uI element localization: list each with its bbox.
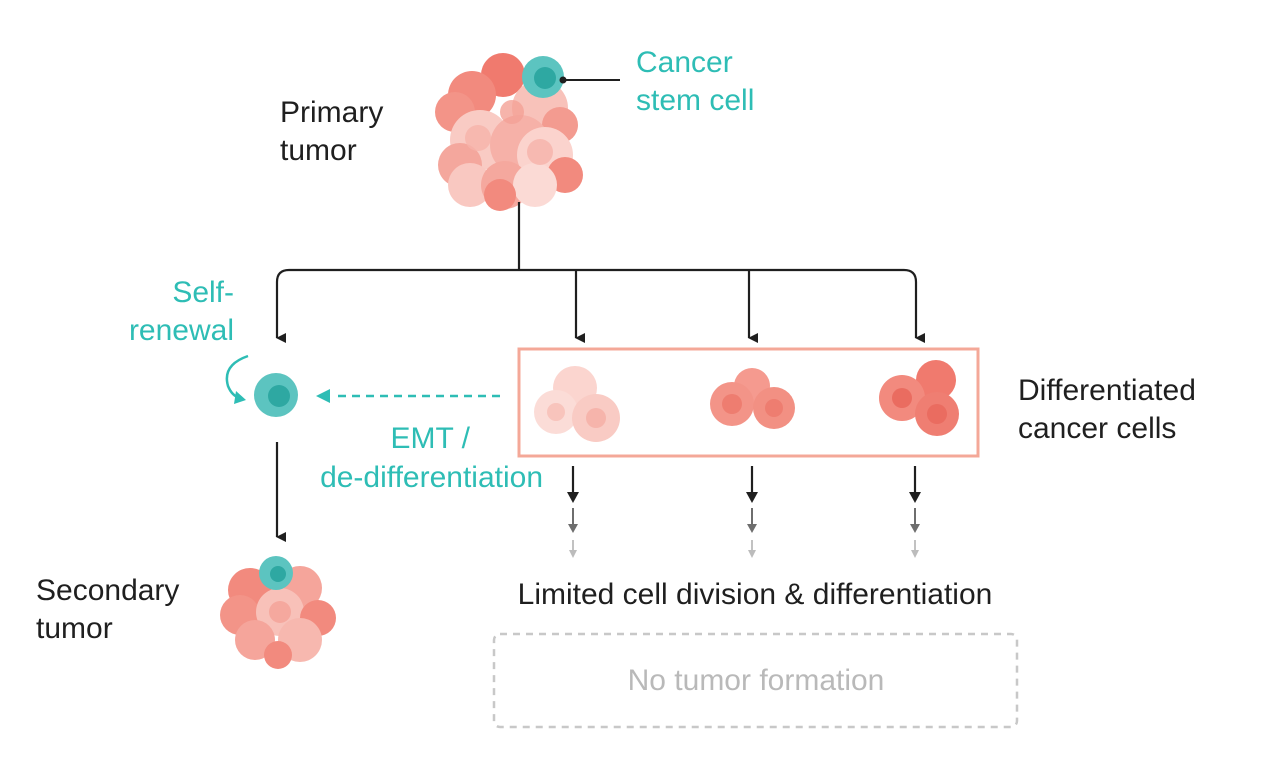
cancer-stem-cell-label-2: stem cell	[636, 84, 754, 117]
emt-label-2: de-differentiation	[320, 461, 543, 494]
stem-cell-icon	[254, 373, 298, 417]
cancer-stem-cell-label-1: Cancer	[636, 46, 733, 79]
branch-connector	[275, 202, 925, 343]
no-tumor-box	[492, 632, 1019, 729]
limited-division-label: Limited cell division & differentiation	[518, 578, 993, 611]
fading-arrows-1	[567, 466, 579, 558]
self-renewal-arrow-icon	[225, 354, 249, 404]
self-renewal-label-2: renewal	[129, 314, 234, 347]
secondary-tumor-label-2: tumor	[36, 612, 113, 645]
fading-arrows-2	[746, 466, 758, 558]
cell-cluster-medium-icon	[710, 368, 795, 429]
differentiated-label-2: cancer cells	[1018, 412, 1176, 445]
secondary-tumor-icon	[220, 556, 336, 669]
stem-cell-pointer-dot	[559, 76, 567, 84]
differentiated-label-1: Differentiated	[1018, 374, 1196, 407]
self-renewal-label-1: Self-	[172, 276, 234, 309]
secondary-tumor-label-1: Secondary	[36, 574, 179, 607]
emt-dashed-arrow	[316, 389, 500, 403]
cell-cluster-light-icon	[534, 366, 620, 442]
stem-cell-icon-primary	[522, 56, 564, 98]
no-tumor-label: No tumor formation	[628, 664, 885, 697]
primary-tumor-label-2: tumor	[280, 134, 357, 167]
cell-cluster-dark-icon	[879, 360, 959, 436]
emt-label-1: EMT /	[391, 422, 471, 455]
fading-arrows-3	[909, 466, 921, 558]
primary-tumor-label-1: Primary	[280, 96, 383, 129]
primary-tumor-icon	[435, 53, 583, 211]
